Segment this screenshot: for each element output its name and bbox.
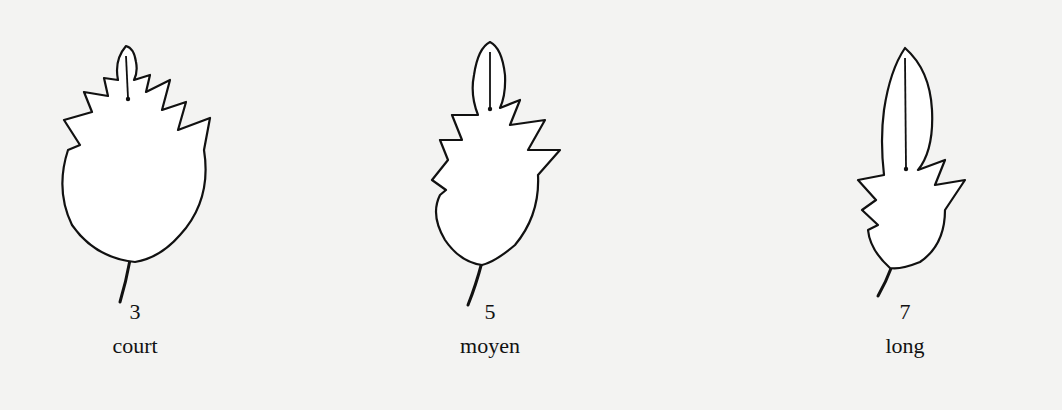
note-word: long <box>885 334 924 358</box>
vein-dot <box>126 97 130 101</box>
midvein <box>489 52 491 108</box>
midvein <box>126 56 128 98</box>
vein-dot <box>488 107 492 111</box>
note-number: 3 <box>130 300 141 324</box>
leaf-outline <box>62 46 210 262</box>
note-number: 7 <box>900 300 911 324</box>
petiole <box>120 260 130 302</box>
midvein <box>905 58 906 168</box>
note-word: court <box>112 334 157 358</box>
leaf-outline <box>858 48 965 268</box>
petiole <box>878 266 892 296</box>
leaf-long <box>858 48 965 296</box>
petiole <box>468 262 482 305</box>
note-number: 5 <box>485 300 496 324</box>
note-word: moyen <box>460 334 520 358</box>
leaf-outline <box>432 42 560 265</box>
vein-dot <box>904 167 908 171</box>
leaf-medium <box>432 42 560 305</box>
leaf-short <box>62 46 210 302</box>
